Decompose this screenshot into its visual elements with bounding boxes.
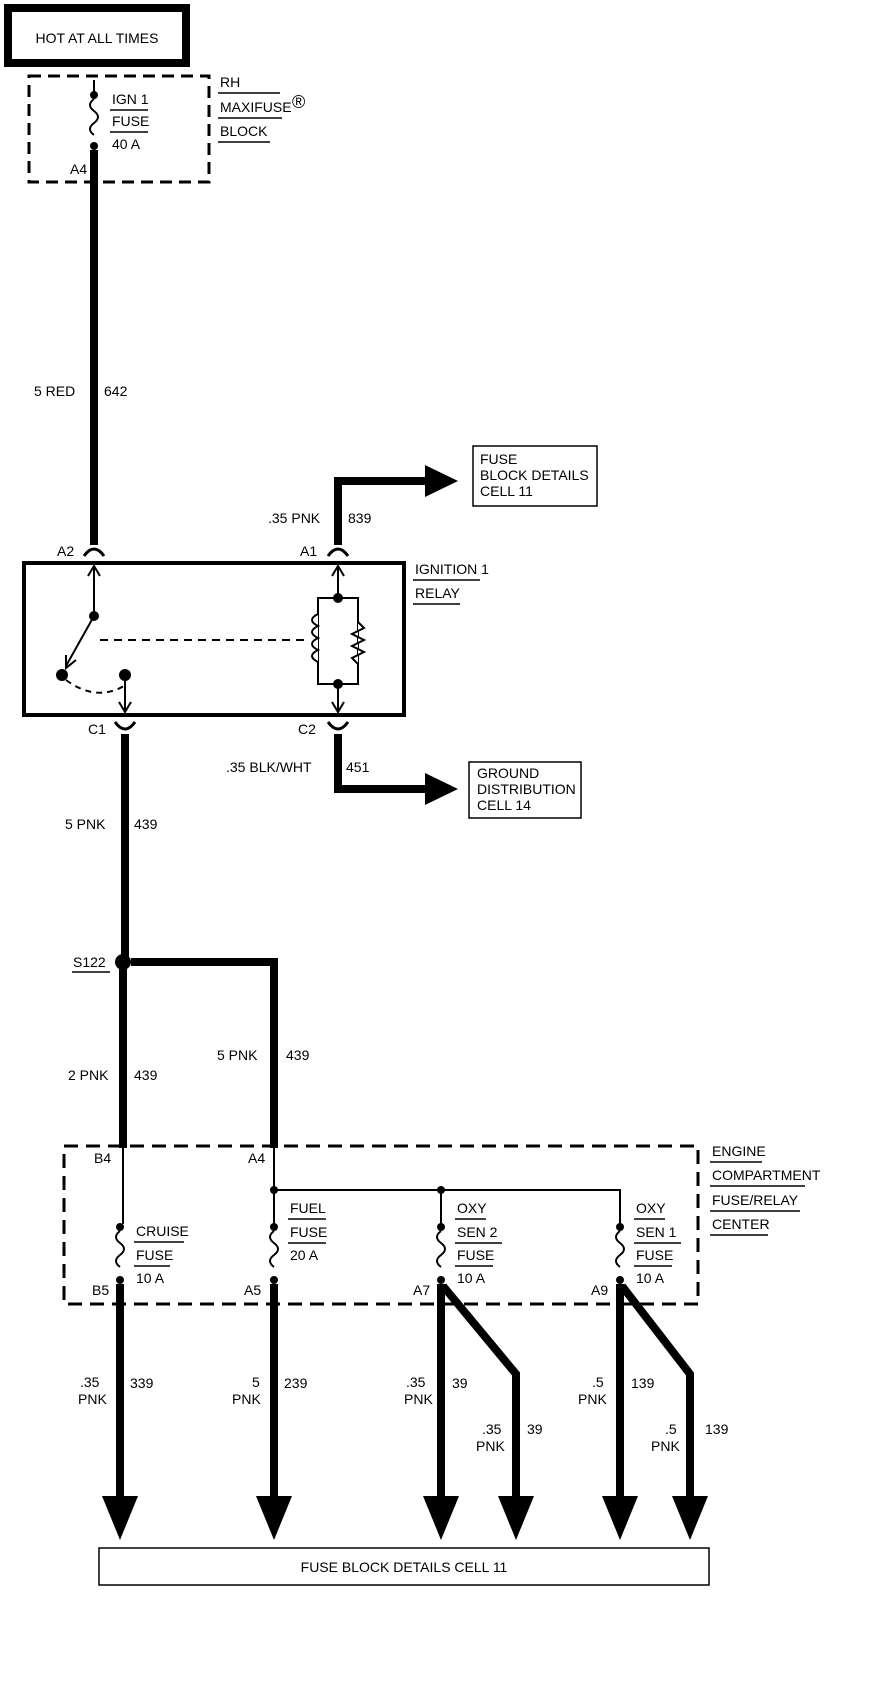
relay-top-connectors: A2 A1 bbox=[57, 543, 350, 559]
fuse-relay-center: ENGINE COMPARTMENT FUSE/RELAY CENTER B4 … bbox=[62, 1143, 821, 1306]
wire-439-b4-size: 2 PNK bbox=[68, 1067, 109, 1083]
wire-451: .35 BLK/WHT 451 bbox=[226, 734, 458, 805]
fuse-block-ref-top-3: CELL 11 bbox=[480, 483, 533, 499]
wire-439-main-circuit: 439 bbox=[134, 816, 158, 832]
wire-439-a4-circuit: 439 bbox=[286, 1047, 310, 1063]
oxy1-fuse-line-4: 10 A bbox=[636, 1270, 665, 1286]
splice-s122: S122 2 PNK 439 5 PNK 439 bbox=[68, 954, 310, 1148]
ign1-fuse-line-2: FUSE bbox=[112, 113, 149, 129]
oxy2-fuse-line-4: 10 A bbox=[457, 1270, 486, 1286]
out-139b-size-2: PNK bbox=[651, 1438, 680, 1454]
hot-at-all-times-label: HOT AT ALL TIMES bbox=[36, 30, 159, 46]
fuse-block-ref-top-2: BLOCK DETAILS bbox=[480, 467, 589, 483]
cruise-fuse: CRUISE FUSE 10 A B5 bbox=[92, 1223, 189, 1298]
ground-distribution-ref: GROUND DISTRIBUTION CELL 14 bbox=[468, 761, 582, 819]
center-name-1: ENGINE bbox=[712, 1143, 766, 1159]
out-339-size-2: PNK bbox=[78, 1391, 107, 1407]
ign1-fuse-line-1: IGN 1 bbox=[112, 91, 149, 107]
terminal-b4: B4 bbox=[94, 1150, 111, 1166]
out-39b-size-2: PNK bbox=[476, 1438, 505, 1454]
oxy-sen2-fuse: OXY SEN 2 FUSE 10 A A7 bbox=[413, 1200, 502, 1298]
registered-mark: ® bbox=[292, 92, 305, 112]
fuse-block-ref-top-1: FUSE bbox=[480, 451, 517, 467]
hot-at-all-times-box: HOT AT ALL TIMES bbox=[4, 4, 190, 67]
terminal-b5: B5 bbox=[92, 1282, 109, 1298]
fuel-fuse: FUEL FUSE 20 A A5 bbox=[244, 1200, 327, 1298]
out-139a-circuit: 139 bbox=[631, 1375, 655, 1391]
oxy2-fuse-line-3: FUSE bbox=[457, 1247, 494, 1263]
wire-439-a4-size: 5 PNK bbox=[217, 1047, 258, 1063]
out-139a-size-2: PNK bbox=[578, 1391, 607, 1407]
ign1-fuse-line-3: 40 A bbox=[112, 136, 141, 152]
out-39a-size-2: PNK bbox=[404, 1391, 433, 1407]
terminal-a4-center: A4 bbox=[248, 1150, 265, 1166]
ignition-1-relay: IGNITION 1 RELAY bbox=[22, 561, 489, 717]
out-39b-circuit: 39 bbox=[527, 1421, 543, 1437]
oxy-sen1-fuse: OXY SEN 1 FUSE 10 A A9 bbox=[591, 1200, 681, 1298]
wire-439-main: 5 PNK 439 bbox=[65, 734, 158, 960]
output-wires: .35 PNK 339 5 PNK 239 .35 PNK 39 .35 PNK… bbox=[78, 1283, 729, 1540]
fuse-block-ref-bottom-label: FUSE BLOCK DETAILS CELL 11 bbox=[301, 1559, 508, 1575]
wire-642: 5 RED 642 bbox=[34, 150, 128, 545]
center-name-3: FUSE/RELAY bbox=[712, 1192, 799, 1208]
cruise-fuse-line-1: CRUISE bbox=[136, 1223, 189, 1239]
wire-451-size: .35 BLK/WHT bbox=[226, 759, 312, 775]
out-139b-circuit: 139 bbox=[705, 1421, 729, 1437]
wire-839: .35 PNK 839 bbox=[268, 465, 458, 545]
out-339-circuit: 339 bbox=[130, 1375, 154, 1391]
wire-439-main-size: 5 PNK bbox=[65, 816, 106, 832]
ground-ref-1: GROUND bbox=[477, 765, 539, 781]
out-339-size-1: .35 bbox=[80, 1374, 100, 1390]
wire-839-circuit: 839 bbox=[348, 510, 372, 526]
terminal-c2: C2 bbox=[298, 721, 316, 737]
splice-s122-label: S122 bbox=[73, 954, 106, 970]
fuse-block-ref-bottom: FUSE BLOCK DETAILS CELL 11 bbox=[98, 1547, 710, 1586]
relay-name-1: IGNITION 1 bbox=[415, 561, 489, 577]
cruise-fuse-line-2: FUSE bbox=[136, 1247, 173, 1263]
fuel-fuse-line-3: 20 A bbox=[290, 1247, 319, 1263]
wire-642-circuit: 642 bbox=[104, 383, 128, 399]
wire-642-size: 5 RED bbox=[34, 383, 75, 399]
oxy1-fuse-line-2: SEN 1 bbox=[636, 1224, 677, 1240]
maxifuse-block-name-3: BLOCK bbox=[220, 123, 268, 139]
terminal-a4-maxi: A4 bbox=[70, 161, 87, 177]
maxifuse-block-name-2: MAXIFUSE bbox=[220, 99, 292, 115]
wire-839-size: .35 PNK bbox=[268, 510, 321, 526]
out-39a-circuit: 39 bbox=[452, 1375, 468, 1391]
fuel-fuse-line-2: FUSE bbox=[290, 1224, 327, 1240]
out-239-size-2: PNK bbox=[232, 1391, 261, 1407]
ground-ref-3: CELL 14 bbox=[477, 797, 531, 813]
fuse-block-ref-top: FUSE BLOCK DETAILS CELL 11 bbox=[472, 445, 598, 507]
out-39a-size-1: .35 bbox=[406, 1374, 426, 1390]
center-name-4: CENTER bbox=[712, 1216, 770, 1232]
relay-bottom-connectors: C1 C2 bbox=[88, 721, 350, 737]
oxy1-fuse-line-1: OXY bbox=[636, 1200, 666, 1216]
terminal-a2: A2 bbox=[57, 543, 74, 559]
fuel-fuse-line-1: FUEL bbox=[290, 1200, 326, 1216]
oxy2-fuse-line-2: SEN 2 bbox=[457, 1224, 498, 1240]
out-239-circuit: 239 bbox=[284, 1375, 308, 1391]
out-139a-size-1: .5 bbox=[592, 1374, 604, 1390]
cruise-fuse-line-3: 10 A bbox=[136, 1270, 165, 1286]
center-name-2: COMPARTMENT bbox=[712, 1167, 821, 1183]
out-39b-size-1: .35 bbox=[482, 1421, 502, 1437]
ground-ref-2: DISTRIBUTION bbox=[477, 781, 576, 797]
out-139b-size-1: .5 bbox=[665, 1421, 677, 1437]
wire-439-b4-circuit: 439 bbox=[134, 1067, 158, 1083]
wire-451-circuit: 451 bbox=[346, 759, 370, 775]
terminal-a9: A9 bbox=[591, 1282, 608, 1298]
oxy1-fuse-line-3: FUSE bbox=[636, 1247, 673, 1263]
out-239-size-1: 5 bbox=[252, 1374, 260, 1390]
terminal-a7: A7 bbox=[413, 1282, 430, 1298]
terminal-c1: C1 bbox=[88, 721, 106, 737]
oxy2-fuse-line-1: OXY bbox=[457, 1200, 487, 1216]
relay-name-2: RELAY bbox=[415, 585, 461, 601]
maxifuse-block: RH MAXIFUSE ® BLOCK IGN 1 FUSE 40 A A4 bbox=[27, 74, 305, 184]
maxifuse-block-name-1: RH bbox=[220, 74, 240, 90]
terminal-a5: A5 bbox=[244, 1282, 261, 1298]
terminal-a1: A1 bbox=[300, 543, 317, 559]
